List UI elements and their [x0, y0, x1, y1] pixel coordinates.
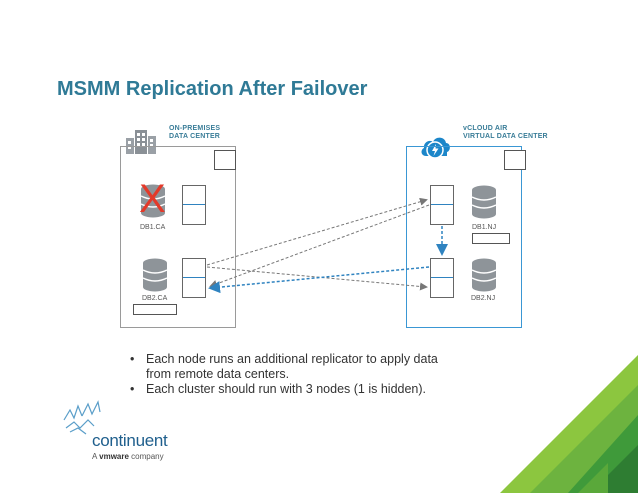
bullet-1-line2: from remote data centers.: [146, 367, 290, 381]
bullet-2-line1: Each cluster should run with 3 nodes (1 …: [146, 382, 427, 396]
arrow-db2ca-to-db1nj: [206, 197, 428, 266]
replicator-slot-top: [183, 259, 205, 278]
db2-ca-label: DB2.CA: [142, 295, 168, 302]
logo-tagline-suffix: company: [131, 452, 164, 461]
replicator-node-db1-ca: [182, 185, 206, 225]
continuent-logo-icon: [63, 400, 101, 435]
bullet-dot: •: [130, 352, 135, 366]
logo-tagline-prefix: A: [92, 452, 97, 461]
replicator-slot-top: [431, 186, 453, 205]
db2-ca-status-bar: [133, 304, 177, 315]
db1-ca-label: DB1.CA: [140, 224, 166, 231]
db2-nj-label: DB2.NJ: [471, 295, 496, 302]
logo-tagline-brand: vmware: [99, 452, 129, 461]
cloud-datacenter-box: [406, 146, 522, 328]
onprem-label-line1: ON-PREMISES: [169, 125, 221, 132]
bullet-1-line1: Each node runs an additional replicator …: [146, 352, 438, 366]
cloud-label: vCLOUD AIR VIRTUAL DATA CENTER: [463, 125, 548, 141]
replicator-slot-top: [183, 186, 205, 205]
logo-tagline: A vmware company: [92, 452, 164, 461]
arrow-db1nj-to-db2ca: [209, 204, 430, 288]
onprem-label-line2: DATA CENTER: [169, 133, 221, 140]
db1-nj-status-bar: [472, 233, 510, 244]
bullet-item: • Each cluster should run with 3 nodes (…: [130, 382, 438, 397]
db1-nj-label: DB1.NJ: [472, 224, 497, 231]
replicator-node-db1-nj: [430, 185, 454, 225]
onprem-datacenter-box: [120, 146, 236, 328]
slide-title: MSMM Replication After Failover: [57, 78, 368, 100]
arrow-db2ca-to-db2nj: [206, 266, 428, 291]
onprem-label: ON-PREMISES DATA CENTER: [169, 125, 220, 141]
onprem-corner-node: [214, 150, 236, 170]
db1-nj-icon: [471, 185, 497, 219]
db1-ca-icon: [140, 184, 166, 218]
bullet-dot: •: [130, 382, 135, 396]
failed-x-icon: X: [139, 177, 166, 221]
decorative-green-triangles: [500, 355, 638, 493]
bullet-list: • Each node runs an additional replicato…: [130, 352, 438, 397]
replicator-slot-top: [431, 259, 453, 278]
cloud-label-line1: vCLOUD AIR: [463, 125, 508, 132]
cloud-corner-node: [504, 150, 526, 170]
db2-nj-icon: [471, 258, 497, 292]
db2-ca-icon: [142, 258, 168, 292]
replicator-node-db2-nj: [430, 258, 454, 298]
logo-wordmark: continuent: [92, 431, 168, 450]
bullet-item: • Each node runs an additional replicato…: [130, 352, 438, 367]
cloud-label-line2: VIRTUAL DATA CENTER: [463, 133, 548, 140]
replicator-node-db2-ca: [182, 258, 206, 298]
arrow-db2nj-to-db2ca-blue: [208, 266, 430, 294]
